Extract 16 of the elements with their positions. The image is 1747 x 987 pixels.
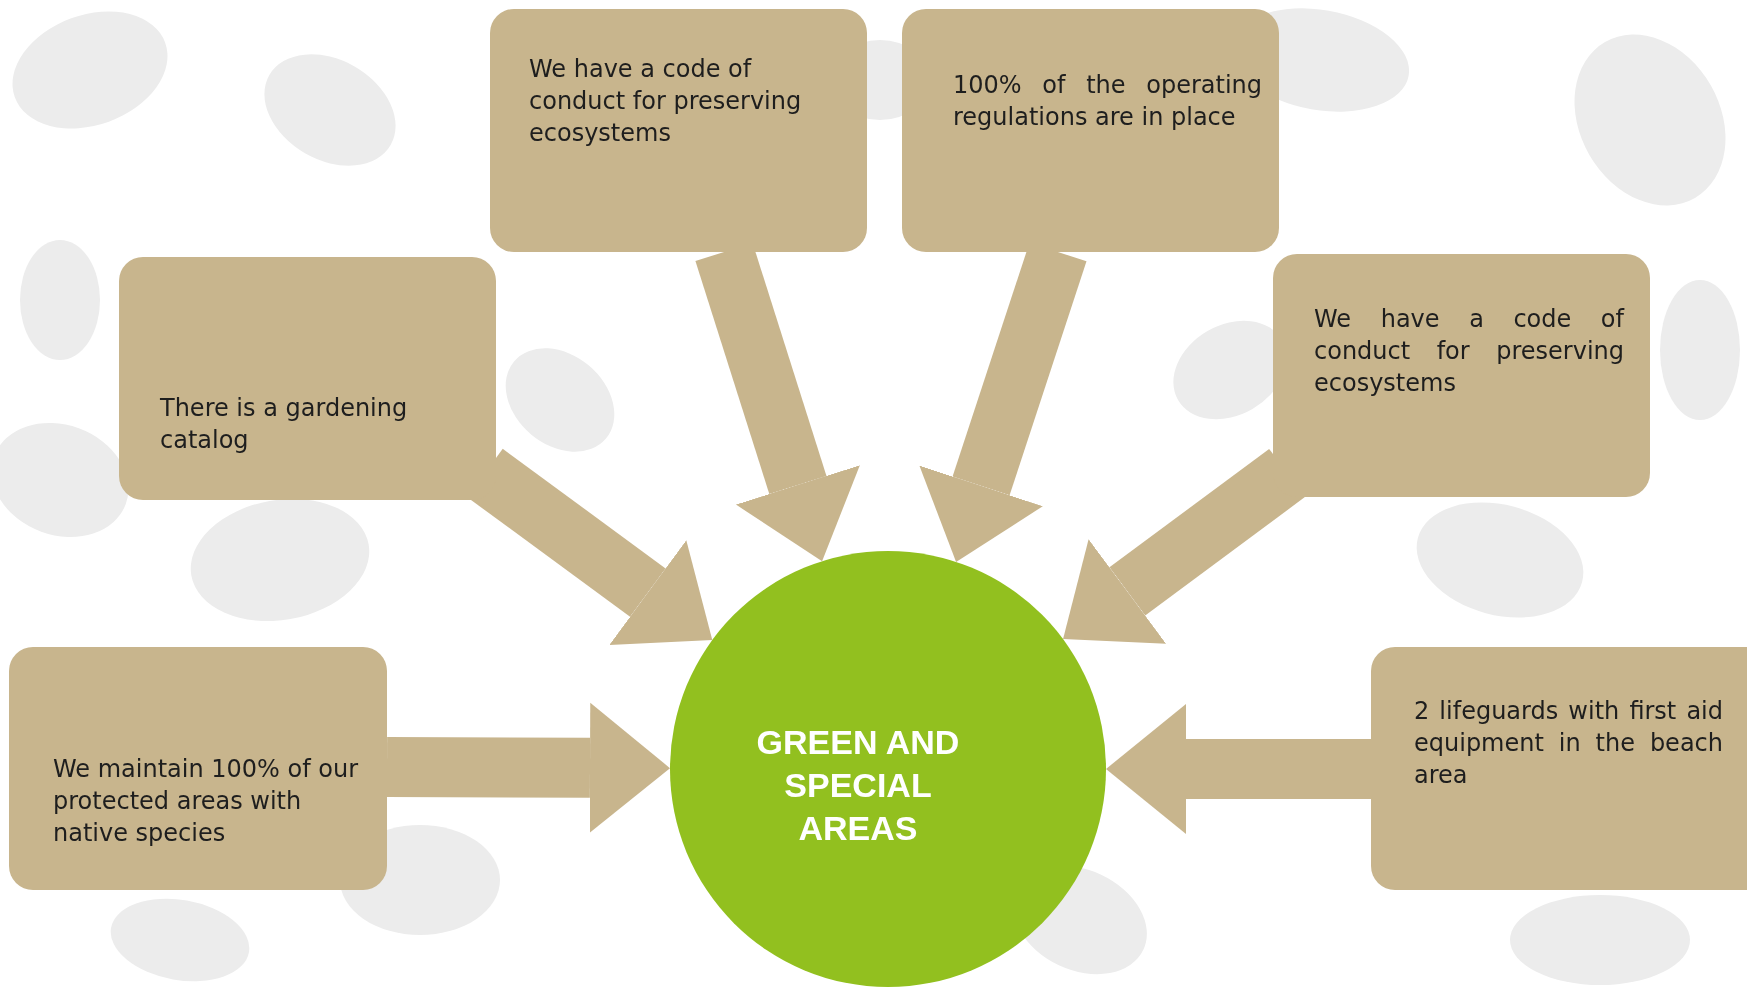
block-arrow: [1063, 448, 1305, 644]
text-box: [1273, 254, 1650, 497]
block-arrow: [386, 702, 670, 833]
box-text: We have a code of conduct for preserving ecosystems: [529, 54, 803, 149]
box-text: 100% of the operating regulations are in place: [953, 70, 1262, 133]
text-box: [490, 9, 867, 252]
box-text: We maintain 100% of our protected areas with native species: [53, 754, 360, 849]
block-arrow: [1106, 704, 1371, 834]
box-text: 2 lifeguards with first aid equipment in the beach area: [1414, 696, 1723, 791]
text-box: [119, 257, 496, 500]
text-box: [1371, 647, 1747, 890]
box-text: There is a gardening catalog: [160, 393, 409, 456]
text-box: [9, 647, 387, 890]
center-title: GREEN AND SPECIAL AREAS: [755, 722, 961, 849]
text-box: [902, 9, 1279, 252]
box-text: We have a code of conduct for preserving ecosystems: [1314, 304, 1624, 399]
